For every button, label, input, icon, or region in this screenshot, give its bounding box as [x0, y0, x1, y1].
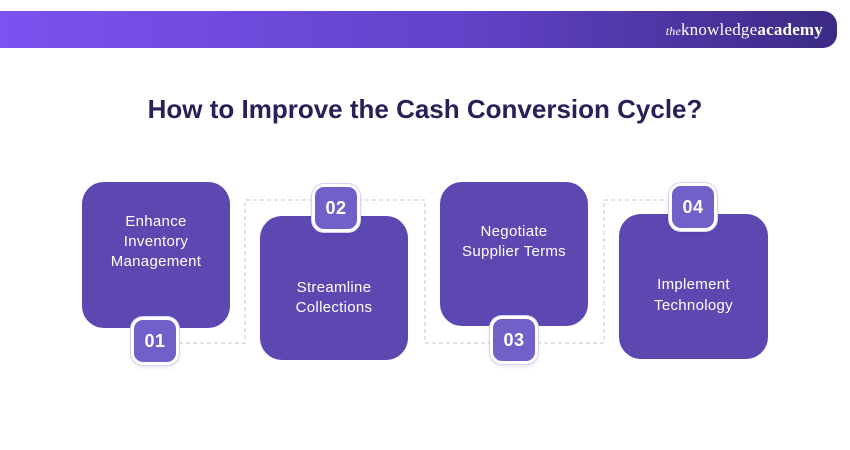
- step-number-badge-03: 03: [490, 316, 538, 364]
- step-number: 03: [503, 329, 525, 350]
- step-number-badge-04: 04: [669, 183, 717, 231]
- page-title: How to Improve the Cash Conversion Cycle…: [147, 94, 703, 124]
- step-number: 04: [682, 196, 704, 217]
- step-label: Implement Technology: [654, 276, 733, 314]
- step-label: Streamline Collections: [295, 278, 373, 316]
- logo-academy: academy: [757, 19, 823, 39]
- step-number-badge-01: 01: [131, 317, 179, 365]
- step-card-streamline-collections: Streamline Collections: [260, 216, 408, 360]
- step-card-enhance-inventory-management: Enhance Inventory Management: [82, 182, 230, 328]
- step-number-badge-02: 02: [312, 184, 360, 232]
- step-number: 02: [325, 197, 347, 218]
- step-label: Negotiate Supplier Terms: [462, 222, 566, 260]
- step-card-negotiate-supplier-terms: Negotiate Supplier Terms: [440, 182, 588, 326]
- brand-logo: theknowledgeacademy: [666, 20, 823, 40]
- logo-knowledge: knowledge: [680, 19, 758, 39]
- step-label: Enhance Inventory Management: [110, 212, 202, 271]
- header-bar: theknowledgeacademy: [0, 11, 837, 48]
- logo-the: the: [665, 23, 681, 38]
- step-number: 01: [144, 330, 166, 351]
- step-card-implement-technology: Implement Technology: [619, 214, 768, 359]
